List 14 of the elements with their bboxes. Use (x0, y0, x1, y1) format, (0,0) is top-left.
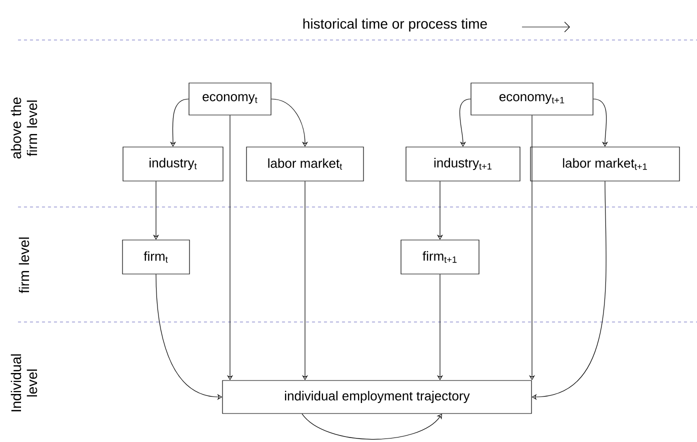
process-box: labor market$_{t+1}$ (530, 146, 680, 182)
process-box: firm$_{t}$ (122, 240, 190, 274)
arrow (302, 414, 442, 440)
process-box: firm$_{t+1}$ (400, 240, 480, 274)
process-box: economy$_{t}$ (188, 82, 272, 116)
row-label: firm level (18, 238, 30, 294)
process-box: economy$_{t+1}$ (470, 82, 594, 116)
row-label: Individual level (10, 354, 38, 412)
process-box: industry$_{t}$ (122, 146, 224, 182)
process-box: individual employment trajectory (222, 380, 532, 414)
row-label: historical time or process time (303, 18, 487, 32)
process-box: labor market$_{t}$ (246, 146, 364, 182)
row-label: above the firm level (10, 98, 38, 159)
process-box: industry$_{t+1}$ (406, 146, 520, 182)
